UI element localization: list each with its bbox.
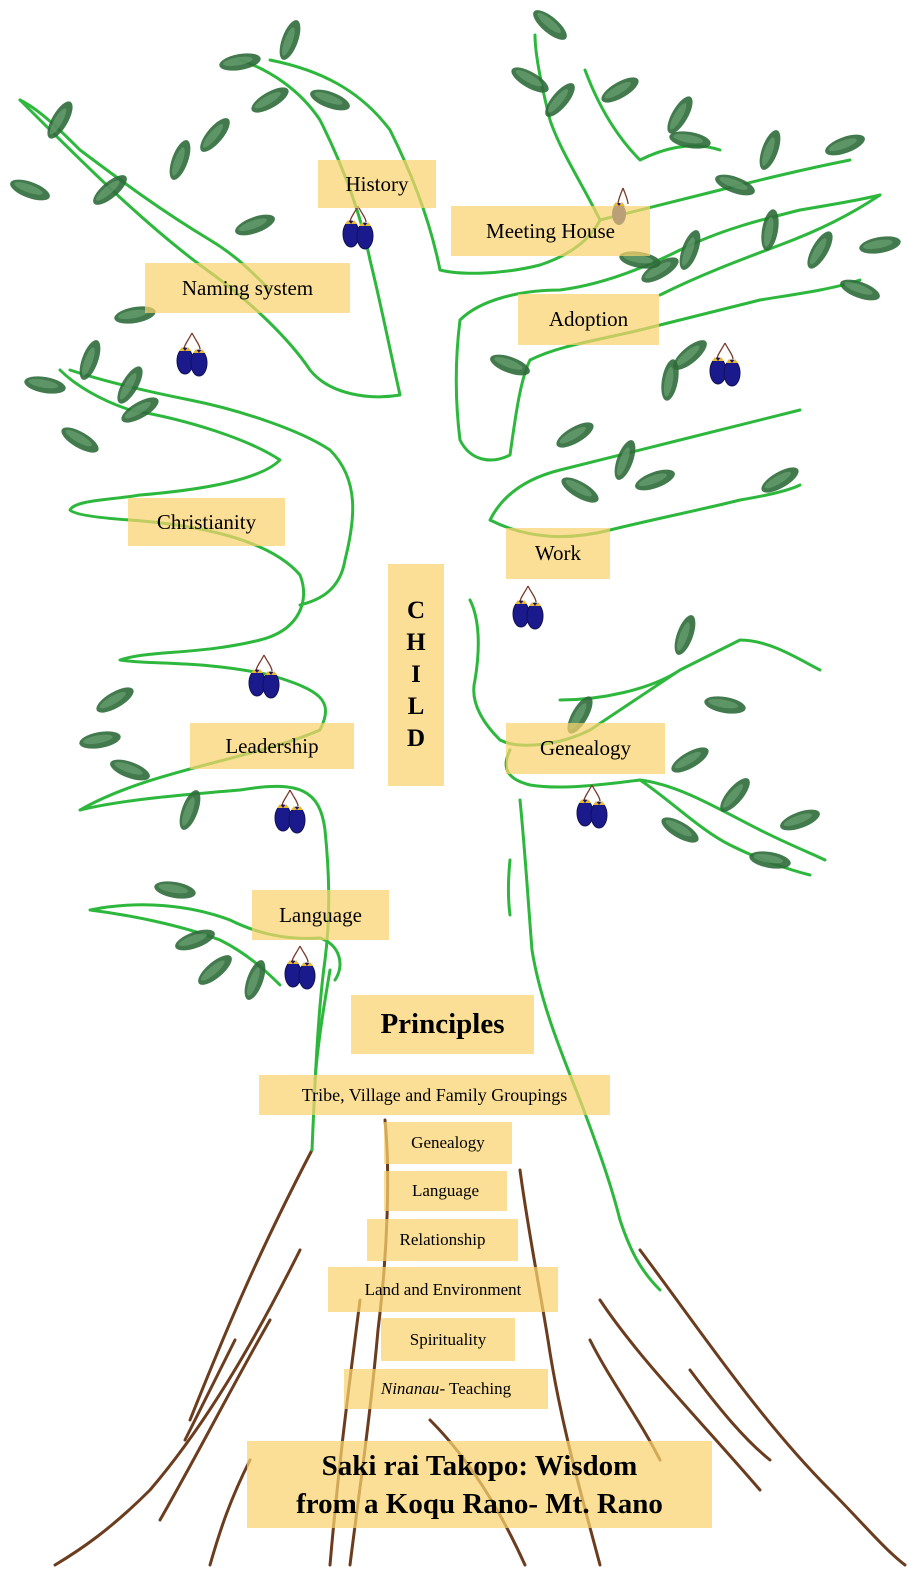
principle-teaching: Ninanau- Teaching [344, 1369, 548, 1409]
diagram-title: Saki rai Takopo: Wisdom from a Koqu Rano… [247, 1441, 712, 1528]
principle-groupings: Tribe, Village and Family Groupings [259, 1075, 610, 1115]
branch-label-genealogy: Genealogy [506, 723, 665, 774]
branch-label-christianity: Christianity [128, 498, 285, 546]
principle-language: Language [384, 1171, 507, 1211]
branch-label-adoption: Adoption [518, 294, 659, 345]
child-letter: H [406, 627, 425, 659]
branch-label-meeting-house: Meeting House [451, 206, 650, 256]
principle-spirituality: Spirituality [381, 1318, 515, 1361]
child-letter: C [407, 595, 425, 627]
branch-label-work: Work [506, 528, 610, 579]
branch-label-history: History [318, 160, 436, 208]
branch-label-leadership: Leadership [190, 723, 354, 769]
branch-label-language: Language [252, 890, 389, 940]
child-letter: D [407, 723, 425, 755]
principle-genealogy: Genealogy [384, 1122, 512, 1164]
principle-land-environment: Land and Environment [328, 1267, 558, 1312]
child-letter: L [408, 691, 425, 723]
child-letter: I [411, 659, 421, 691]
principle-relationship: Relationship [367, 1219, 518, 1261]
branch-label-naming-system: Naming system [145, 263, 350, 313]
principles-heading: Principles [351, 995, 534, 1054]
